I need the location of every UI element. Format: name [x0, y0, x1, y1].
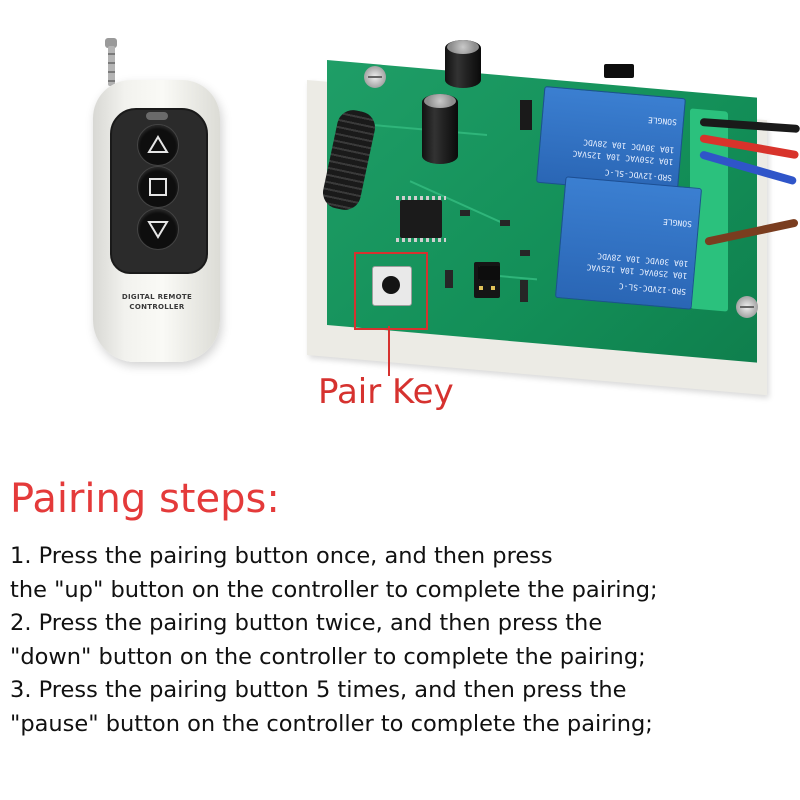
pairing-step-line: 2. Press the pairing button twice, and t… [10, 610, 603, 636]
antenna-tip [105, 38, 117, 48]
jumper-cap [604, 64, 634, 78]
remote-brand-line1: DIGITAL REMOTE [121, 293, 193, 301]
pairing-steps-list: 1. Press the pairing button once, and th… [10, 540, 795, 741]
stop-square-icon [149, 178, 167, 196]
pair-key-label: Pair Key [318, 372, 454, 412]
relay-1: SRD-12VDC-SL-C 10A 250VAC 10A 125VAC 10A… [536, 85, 686, 196]
pairing-step-line: 3. Press the pairing button 5 times, and… [10, 677, 627, 703]
antenna [108, 46, 115, 86]
capacitor [445, 40, 481, 88]
remote-brand-label: DIGITAL REMOTE CONTROLLER [105, 292, 209, 312]
pair-key-button[interactable] [382, 276, 400, 294]
mounting-screw [736, 296, 758, 318]
capacitor [422, 94, 458, 164]
relay-2-brand: SONGLE [662, 216, 693, 229]
remote-brand-line2: CONTROLLER [129, 303, 185, 311]
remote-up-button[interactable] [137, 124, 179, 166]
smd-component [500, 220, 510, 226]
capacitor-top [447, 40, 479, 54]
pairing-step-line: the "up" button on the controller to com… [10, 576, 658, 603]
diode [520, 100, 532, 130]
smd-component [520, 250, 530, 256]
pairing-step-line: 1. Press the pairing button once, and th… [10, 543, 553, 569]
smd-component [520, 280, 528, 302]
remote-pause-button[interactable] [137, 166, 179, 208]
down-arrow-icon [147, 221, 169, 239]
remote-down-button[interactable] [137, 208, 179, 250]
pair-key-highlight-box [354, 252, 428, 330]
pairing-steps-title: Pairing steps: [10, 476, 280, 522]
relay-2: SRD-12VDC-SL-C 10A 250VAC 10A 125VAC 10A… [554, 176, 703, 310]
mounting-screw [364, 66, 386, 88]
up-arrow-icon [147, 135, 169, 153]
capacitor-top [424, 94, 456, 108]
remote-led-indicator [146, 112, 168, 120]
pairing-step-line: "down" button on the controller to compl… [10, 643, 646, 670]
relay-1-brand: SONGLE [647, 115, 678, 127]
decoder-chip [396, 196, 446, 242]
pair-key-pointer-line [388, 326, 390, 376]
smd-component [445, 270, 453, 288]
jumper-cap [478, 266, 500, 280]
chip-pins [396, 196, 446, 200]
pairing-step-line: "pause" button on the controller to comp… [10, 710, 653, 737]
chip-pins [396, 238, 446, 242]
smd-component [460, 210, 470, 216]
